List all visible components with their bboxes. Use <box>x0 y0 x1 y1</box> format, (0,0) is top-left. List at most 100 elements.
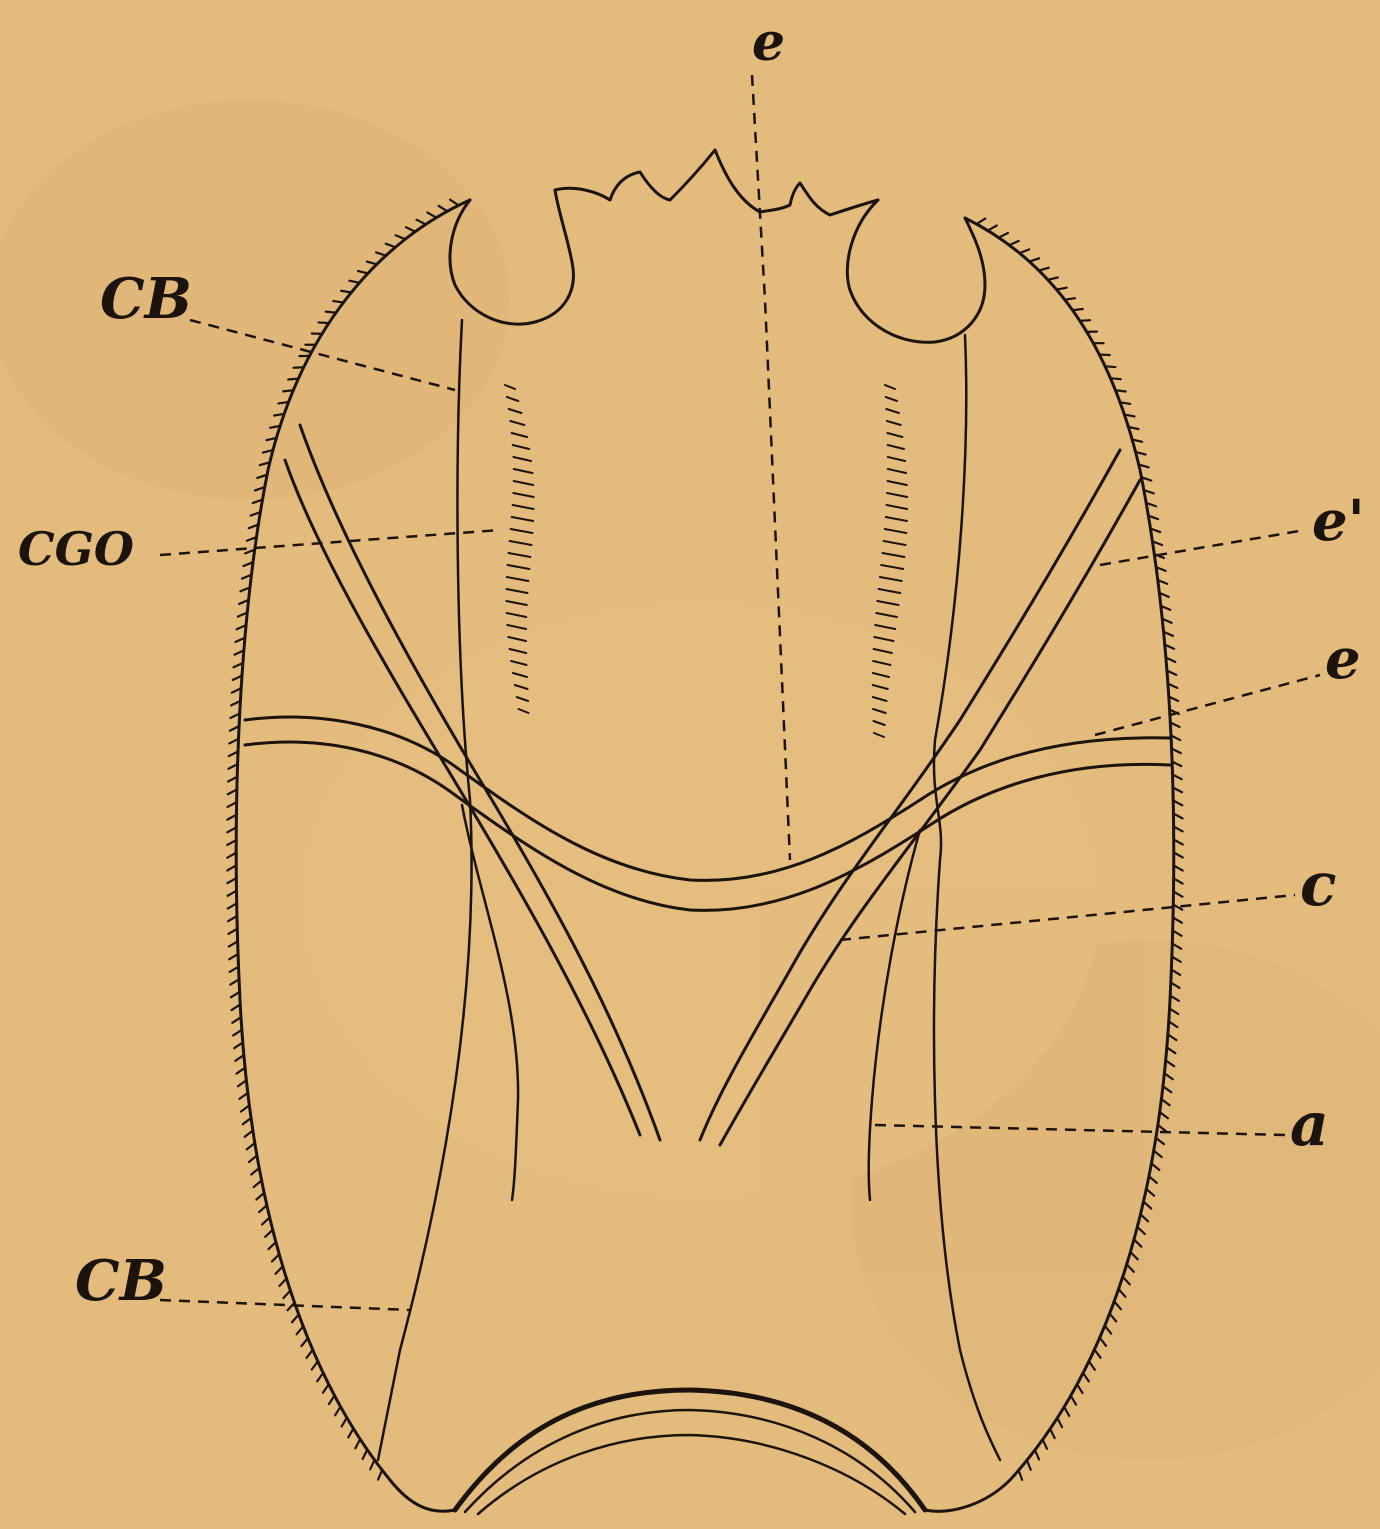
stroke <box>887 493 907 497</box>
stroke <box>887 505 908 509</box>
stroke <box>513 493 533 497</box>
stroke <box>283 390 293 391</box>
stroke <box>509 409 522 413</box>
stroke <box>507 577 528 581</box>
label-c: c <box>1300 850 1337 920</box>
stroke <box>1039 268 1049 271</box>
stroke <box>241 1105 249 1111</box>
stroke <box>237 1068 245 1074</box>
stroke <box>887 421 901 425</box>
stroke <box>513 445 530 449</box>
posterior-margin-outer <box>455 1390 925 1510</box>
stroke <box>887 433 902 437</box>
label-e-top: e <box>752 12 785 73</box>
stroke <box>262 1217 270 1224</box>
stroke <box>884 541 906 545</box>
stroke <box>881 565 903 569</box>
stroke <box>1035 1450 1039 1459</box>
stroke <box>276 1266 283 1273</box>
label-cb-lower: CB <box>75 1248 167 1314</box>
posterior-margin-inner <box>478 1435 905 1514</box>
stroke <box>256 1193 264 1200</box>
stroke <box>348 1428 353 1437</box>
stroke <box>1048 277 1058 279</box>
stroke <box>508 565 530 569</box>
stroke <box>326 312 336 313</box>
stroke <box>885 385 895 389</box>
stroke <box>317 1373 323 1381</box>
stroke <box>259 1205 267 1212</box>
stroke <box>513 457 531 461</box>
stroke <box>312 1361 318 1369</box>
stroke <box>510 541 532 545</box>
stroke <box>245 1130 253 1136</box>
right-eye-socket <box>847 200 985 342</box>
stroke <box>513 505 534 509</box>
stroke <box>370 1460 374 1469</box>
stroke <box>238 1080 246 1086</box>
stroke <box>247 1143 255 1149</box>
stroke <box>278 402 288 403</box>
stroke <box>988 226 997 231</box>
stroke <box>880 577 902 581</box>
stroke <box>1065 298 1075 300</box>
label-a: a <box>1290 1090 1329 1160</box>
stroke <box>886 517 907 521</box>
stroke <box>876 613 897 617</box>
stroke <box>342 1418 347 1427</box>
stroke <box>251 1168 259 1175</box>
stroke <box>1073 309 1083 310</box>
stroke <box>254 1180 262 1187</box>
stroke <box>510 421 524 425</box>
posterior-margin-mid <box>465 1410 915 1512</box>
label-cgo: CGO <box>18 522 134 576</box>
stroke <box>333 301 343 302</box>
stroke <box>512 433 527 437</box>
stroke <box>272 1254 279 1261</box>
stroke <box>505 385 515 389</box>
stroke <box>512 517 533 521</box>
stroke <box>877 601 898 605</box>
stroke <box>1019 1470 1023 1480</box>
stroke <box>506 589 527 593</box>
label-e-prime: e' <box>1312 488 1365 554</box>
leader-cb-lower <box>160 1300 410 1310</box>
stroke <box>888 457 905 461</box>
leader-e-prime <box>1100 530 1305 565</box>
stroke <box>875 625 895 629</box>
stroke <box>886 397 897 401</box>
label-cb-upper: CB <box>100 266 192 332</box>
stroke <box>329 1395 335 1404</box>
stroke <box>886 409 899 413</box>
rostrum-teeth <box>555 150 878 215</box>
stroke <box>378 1470 382 1479</box>
stroke <box>319 322 329 323</box>
stroke <box>888 469 906 473</box>
stroke <box>514 481 534 485</box>
stroke <box>288 379 298 380</box>
stroke <box>1115 390 1125 391</box>
stroke <box>1009 241 1018 245</box>
stroke <box>882 553 904 557</box>
stroke <box>1057 288 1067 290</box>
stroke <box>355 1439 360 1448</box>
label-e-right: e <box>1325 626 1361 692</box>
stroke <box>1110 378 1120 379</box>
stroke <box>888 481 907 485</box>
stroke <box>292 1314 299 1322</box>
stroke <box>249 1155 257 1161</box>
stroke <box>508 553 530 557</box>
stroke <box>283 1291 290 1299</box>
stroke <box>888 445 904 449</box>
stroke <box>297 1326 304 1334</box>
stroke <box>879 589 901 593</box>
stroke <box>235 1055 244 1061</box>
stroke <box>306 1350 312 1358</box>
stroke <box>243 1118 251 1124</box>
stroke <box>239 1093 247 1099</box>
stroke <box>507 625 526 629</box>
stroke <box>514 469 533 473</box>
stroke <box>507 613 527 617</box>
